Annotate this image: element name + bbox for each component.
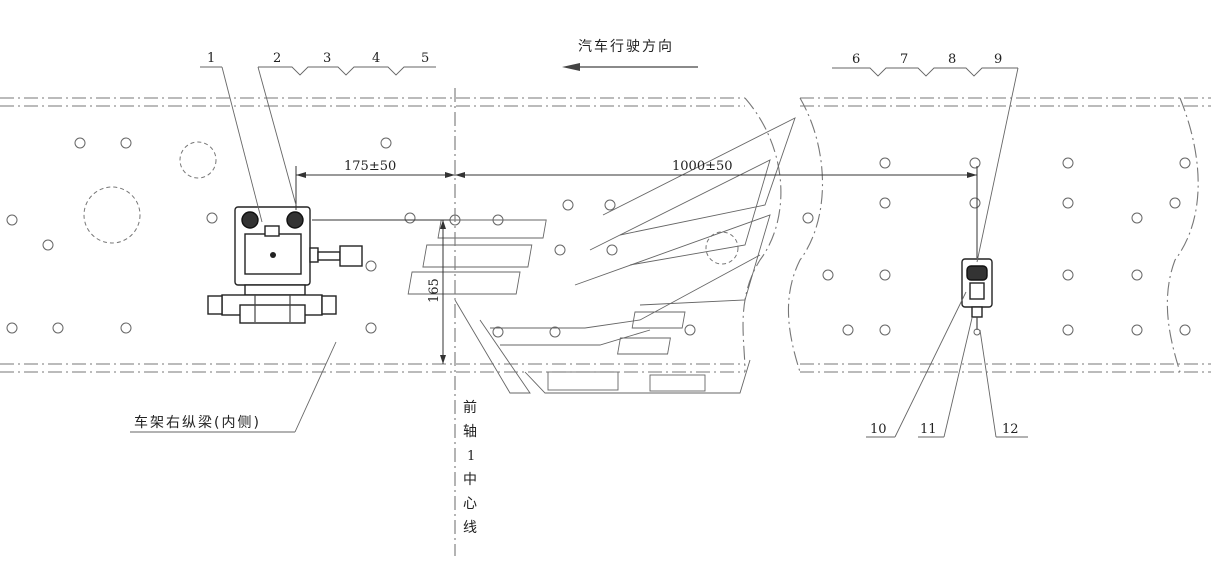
callout-leaders-left	[200, 66, 436, 223]
direction-arrow	[562, 63, 698, 71]
callout-9: 9	[994, 52, 1002, 67]
callout-leaders-right	[832, 67, 1019, 263]
axle-char-1: 前	[463, 399, 479, 416]
callout-4: 4	[372, 51, 380, 66]
dim-right-label: 1000±50	[672, 159, 733, 174]
callout-7: 7	[900, 52, 908, 67]
dim-vertical-label: 165	[427, 278, 442, 303]
direction-label: 汽车行驶方向	[578, 38, 674, 55]
axle-char-3: 1	[467, 449, 475, 464]
sensor-unit	[961, 258, 993, 336]
beam-leader	[130, 341, 337, 433]
callout-5: 5	[421, 51, 429, 66]
callout-leaders-bottom	[866, 291, 1028, 438]
crossmember-outline	[407, 117, 796, 394]
callout-8: 8	[948, 52, 956, 67]
solenoid-valve	[207, 206, 363, 324]
axle-char-5: 心	[463, 496, 479, 512]
dim-vertical	[312, 219, 450, 364]
axle-char-6: 线	[463, 520, 479, 536]
callout-12: 12	[1002, 422, 1019, 437]
dim-left-label: 175±50	[344, 159, 396, 174]
callout-10: 10	[870, 422, 887, 437]
axle-char-2: 轴	[463, 424, 479, 440]
axle-label: 前 轴 1 中 心 线	[463, 399, 479, 536]
callout-3: 3	[323, 51, 331, 66]
frame-rail-outline	[0, 97, 1211, 373]
callout-6: 6	[852, 52, 860, 67]
beam-label: 车架右纵梁(内侧)	[134, 414, 261, 431]
callout-2: 2	[273, 51, 281, 66]
axle-char-4: 中	[463, 472, 479, 488]
dim-horizontal	[295, 166, 978, 258]
frame-holes	[6, 137, 1191, 338]
callout-1: 1	[207, 51, 215, 66]
callout-11: 11	[920, 422, 937, 437]
